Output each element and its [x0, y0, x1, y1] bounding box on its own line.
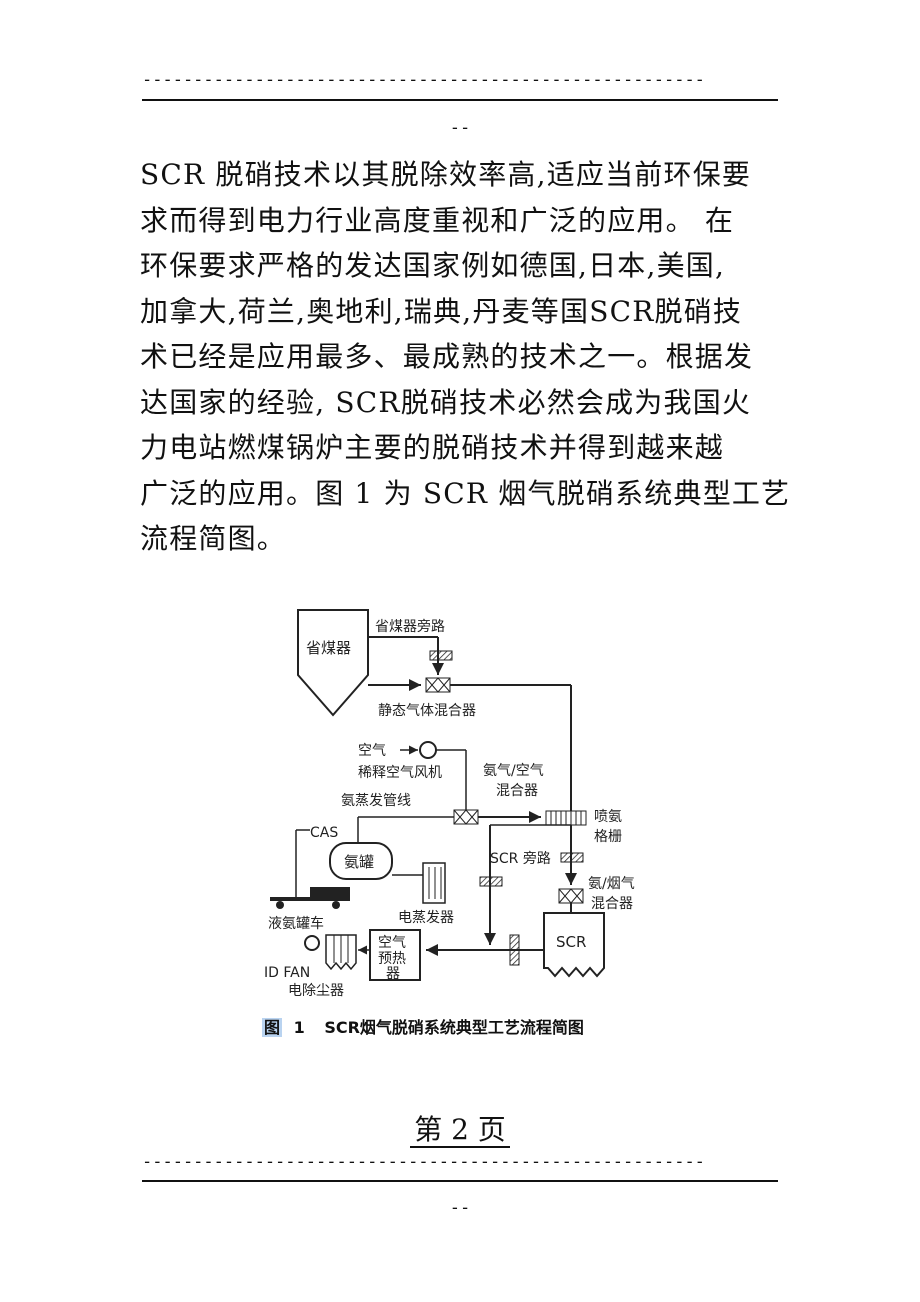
diagram-svg: 省煤器 省煤器旁路 静态气体混合器 空气 稀释空气风机 氨气/空气 混合器 氨蒸…: [264, 609, 635, 999]
ammonia-tank: [329, 842, 393, 880]
economizer-bypass-label: 省煤器旁路: [375, 618, 445, 635]
ammonia-flue-mixer-label-1: 氨/烟气: [588, 876, 635, 892]
text-line: 求而得到电力行业高度重视和广泛的应用。 在: [140, 203, 735, 237]
dilution-fan-icon: [419, 741, 437, 759]
header-rule: [142, 99, 778, 101]
header-short-dash: --: [449, 118, 471, 138]
economizer-label: 省煤器: [306, 639, 351, 657]
grid-label-2: 格栅: [594, 829, 622, 845]
economizer-shape: [297, 609, 369, 717]
scr-inlet-damper: [560, 852, 584, 863]
electric-evaporator-label: 电蒸发器: [398, 910, 454, 926]
page-number: 第 2 页: [0, 1108, 920, 1148]
scr-flow-diagram: 省煤器 省煤器旁路 静态气体混合器 空气 稀释空气风机 氨气/空气 混合器 氨蒸…: [258, 585, 658, 1040]
ammonia-flue-mixer: [558, 888, 584, 904]
static-mixer-label: 静态气体混合器: [378, 703, 476, 719]
grid-label-1: 喷氨: [594, 809, 622, 825]
page-number-label: 第 2 页: [410, 1113, 510, 1148]
ammonia-tank-label: 氨罐: [344, 853, 374, 871]
ammonia-evap-line-label: 氨蒸发管线: [341, 793, 411, 809]
figure-caption: 图 1 SCR烟气脱硝系统典型工艺流程简图: [262, 1014, 584, 1038]
dilution-fan-label: 稀释空气风机: [358, 765, 442, 781]
text-line: 术已经是应用最多、最成熟的技术之一。根据发: [140, 340, 754, 373]
caption-tag: 图: [262, 1018, 283, 1037]
esp-label: 电除尘器: [288, 983, 344, 999]
body-paragraph: SCR 脱硝技术以其脱除效率高,适应当前环保要 求而得到电力行业高度重视和广泛的…: [140, 152, 791, 562]
footer-short-dash: --: [449, 1198, 471, 1218]
id-fan-label: ID FAN: [264, 965, 310, 981]
electric-evaporator: [422, 862, 446, 904]
scr-bypass-label: SCR 旁路: [490, 850, 551, 867]
header-dash-line: ----------------------------------------…: [142, 70, 705, 90]
text-line: SCR 脱硝技术以其脱除效率高,适应当前环保要: [140, 158, 752, 191]
tanker-truck-label: 液氨罐车: [268, 915, 324, 932]
caption-num: 1: [293, 1018, 305, 1037]
scr-label: SCR: [556, 933, 586, 951]
ammonia-flue-mixer-label-2: 混合器: [591, 896, 633, 912]
air-preheater-label-2: 预热: [378, 951, 406, 967]
text-line: 达国家的经验, SCR脱硝技术必然会成为我国火: [140, 385, 752, 419]
text-line: 广泛的应用。图 1 为 SCR 烟气脱硝系统典型工艺: [140, 476, 791, 510]
caption-text: SCR烟气脱硝系统典型工艺流程简图: [324, 1018, 584, 1037]
ammonia-air-mixer-label-2: 混合器: [496, 783, 538, 799]
cas-label: CAS: [310, 825, 338, 841]
footer-rule: [142, 1180, 778, 1182]
text-line: 流程简图。: [140, 522, 287, 555]
ammonia-air-mixer: [453, 809, 479, 825]
scr-reactor: [543, 912, 605, 978]
tanker-truck-icon: [270, 887, 350, 901]
bypass-damper: [429, 650, 453, 661]
air-label: 空气: [358, 743, 386, 759]
text-line: 加拿大,荷兰,奥地利,瑞典,丹麦等国SCR脱硝技: [140, 294, 743, 328]
air-preheater-label-1: 空气: [378, 935, 406, 951]
id-fan-icon: [304, 935, 320, 951]
text-line: 环保要求严格的发达国家例如德国,日本,美国,: [140, 249, 726, 282]
air-preheater-label-3: 器: [386, 966, 400, 982]
air-preheater: [369, 929, 421, 981]
ammonia-air-mixer-label-1: 氨气/空气: [483, 763, 544, 779]
text-line: 力电站燃煤锅炉主要的脱硝技术并得到越来越: [140, 431, 725, 464]
footer-dash-line: ----------------------------------------…: [142, 1152, 705, 1172]
scr-bypass-damper: [479, 876, 503, 887]
static-mixer: [425, 677, 451, 693]
scr-outlet-damper: [509, 934, 520, 966]
